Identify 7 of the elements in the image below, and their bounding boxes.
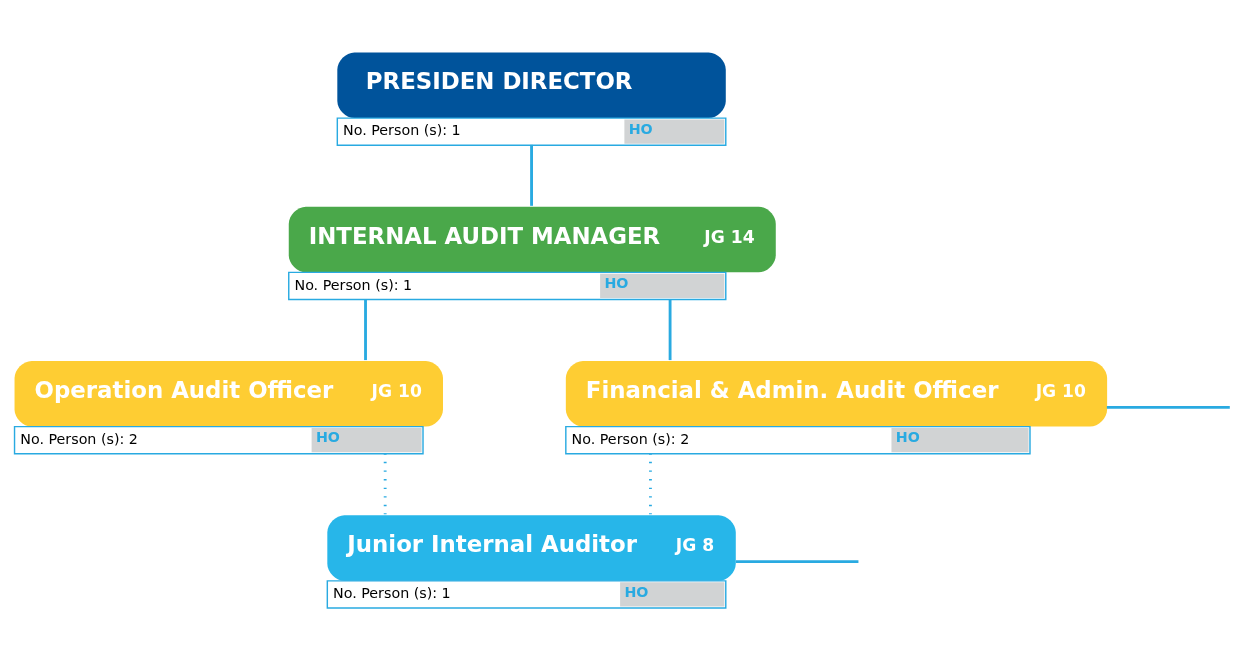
- connector: [530, 144, 533, 206]
- connector: [364, 299, 367, 361]
- connector: [735, 560, 859, 563]
- connector: [1106, 405, 1230, 409]
- connector: [383, 453, 387, 515]
- connector: [668, 299, 672, 361]
- connector: [649, 453, 652, 515]
